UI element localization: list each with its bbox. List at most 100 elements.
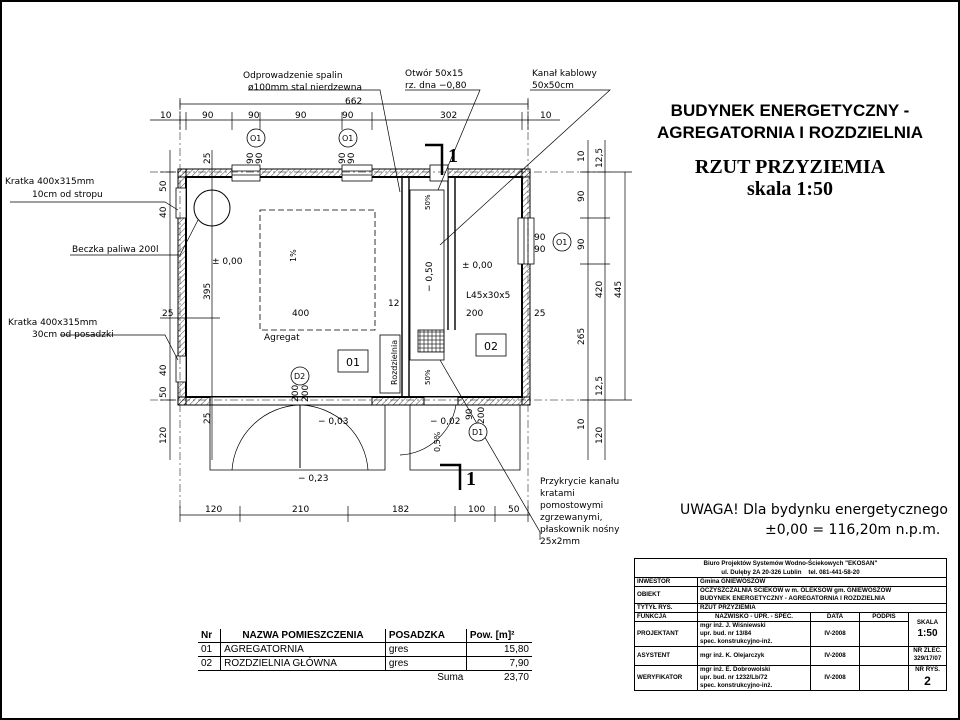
callout-vent-2a: Kratka 400x315mm	[8, 318, 97, 328]
elevation-note: UWAGA! Dla bydynku energetycznego ±0,00 …	[680, 500, 950, 540]
title-line-2: AGREGATORNIA I ROZDZIELNIA	[656, 123, 923, 142]
dim-right-4: 420	[595, 281, 605, 298]
right-dimension-lines	[580, 140, 632, 460]
room-02-label: 02	[484, 340, 498, 353]
dim-door-200-a: 200	[291, 385, 301, 402]
rooms-r1-name: ROZDZIELNIA GŁÓWNA	[220, 656, 386, 671]
tb-scale: 1:50	[917, 627, 938, 639]
room-02-box	[475, 333, 507, 357]
tb-office-2: ul. Dulęby 2A 20-326 Lublin	[721, 569, 802, 576]
callout-channel-2: 50x50cm	[532, 81, 574, 91]
slope-50a: 50%	[424, 194, 432, 210]
rotated-labels: Rozdzielnia 1% 50% 50% 0,5% − 0,50 25 50…	[159, 148, 624, 452]
generator-label: Agregat	[264, 333, 300, 343]
tb-object-1: OCZYSZCZALNIA ŚCIEKÓW w m. OLEKSÓW gm. G…	[700, 587, 892, 595]
switchboard	[379, 334, 401, 394]
dim-win-90-c: 90	[338, 152, 348, 164]
tb-drawing: RZUT PRZYZIEMIA	[697, 603, 947, 613]
dim-top-2: 90	[248, 111, 260, 121]
window-o1-b: O1	[342, 134, 353, 143]
level-000-a: ± 0,00	[212, 257, 243, 267]
level-050: − 0,50	[425, 261, 435, 292]
slope-1: 1%	[289, 249, 298, 262]
callout-cover-1: Przykrycie kanału	[540, 477, 619, 487]
dim-left-8: 120	[159, 427, 169, 444]
dim-win-90-a: 90	[246, 152, 256, 164]
dim-right-3: 90	[577, 238, 587, 250]
dim-90-a: 90	[534, 233, 546, 243]
dim-left-3: 395	[203, 283, 213, 300]
tb-designer-date: IV-2008	[810, 621, 860, 647]
dim-left-1: 50	[159, 180, 169, 192]
plan-labels: Odprowadzenie spalin ø100mm stal nierdze…	[5, 68, 620, 547]
rooms-hdr-name: NAZWA POMIESZCZENIA	[220, 629, 386, 643]
dim-win-90-b: 90	[255, 152, 265, 164]
tb-col-func: FUNKCJA	[634, 612, 698, 622]
rooms-r0-nr: 01	[198, 642, 222, 657]
room-01-box	[337, 349, 369, 373]
tb-drawing-label: TYTYŁ RYS.	[634, 603, 698, 613]
dim-top-4: 90	[342, 111, 354, 121]
tb-order-label: NR ZLEC.	[913, 647, 942, 655]
callout-cover-3: pomostowymi	[540, 501, 603, 511]
tb-designer-3: spec. konstrukcyjno-inż.	[700, 638, 773, 645]
tb-office-1: Biuro Projektów Systemów Wodno-Ściekowyc…	[703, 560, 878, 567]
callout-opening-2: rz. dna −0,80	[405, 81, 467, 91]
tb-assistant-sign	[859, 646, 909, 666]
dim-door-90: 90	[465, 408, 475, 420]
title-line-4: skala 1:50	[746, 178, 834, 200]
callout-opening-1: Otwór 50x15	[405, 68, 463, 79]
tb-assistant: mgr inż. K. Olejarczyk	[697, 646, 811, 666]
dim-bottom-4: 50	[508, 505, 520, 515]
rooms-hdr-floor: POSADZKA	[385, 629, 467, 643]
cable-channel	[409, 189, 445, 361]
dim-bottom-1: 210	[292, 505, 309, 515]
dim-90-b: 90	[534, 245, 546, 255]
callout-exhaust-1: Odprowadzenie spalin	[243, 71, 343, 81]
callout-vent-2b: 30cm od posadzki	[32, 330, 114, 340]
callout-vent-1b: 10cm od stropu	[32, 190, 103, 200]
top-dimension-lines	[150, 98, 560, 130]
dim-win-90-d: 90	[347, 152, 357, 164]
dim-left-6: 50	[159, 386, 169, 398]
rooms-sum-value: 23,70	[503, 672, 529, 683]
dim-top-6: 10	[540, 111, 552, 121]
dim-door-200-b: 200	[301, 385, 311, 402]
tb-verifier-1: mgr inż. E. Dobrowolski	[700, 666, 771, 674]
tb-order: 329/17/07	[913, 655, 942, 662]
slope-50b: 50%	[424, 369, 432, 385]
rooms-r1-area: 7,90	[466, 656, 532, 671]
rooms-sum-label: Suma	[437, 672, 464, 683]
tb-verifier-3: spec. konstrukcyjno-inż.	[700, 682, 773, 689]
tb-col-name: NAZWISKO - UPR. - SPEC.	[697, 612, 811, 622]
drawing-title: BUDYNEK ENERGETYCZNY - AGREGATORNIA I RO…	[640, 100, 940, 200]
switchboard-label: Rozdzielnia	[390, 340, 399, 385]
dim-bottom-0: 120	[205, 505, 222, 515]
rooms-r1-nr: 02	[198, 656, 222, 671]
dim-door-200-c: 200	[477, 407, 487, 424]
angle-profile: L45x30x5	[466, 291, 510, 301]
dim-right-9: 120	[595, 427, 605, 444]
callout-cover-6: 25x2mm	[540, 537, 580, 547]
dim-right-0: 10	[577, 150, 587, 162]
dim-right-6: 265	[577, 328, 587, 345]
rooms-r1-floor: gres	[385, 656, 467, 671]
section-marks	[425, 143, 462, 490]
dim-400: 400	[292, 309, 309, 319]
dim-12: 12	[388, 299, 399, 309]
leader-lines	[10, 89, 611, 540]
tb-assistant-label: ASYSTENT	[634, 646, 698, 666]
tb-designer-sign	[859, 621, 909, 647]
title-line-1: BUDYNEK ENERGETYCZNY -	[670, 101, 910, 120]
tb-verifier-label: WERYFIKATOR	[634, 665, 698, 691]
level-002: − 0,02	[430, 417, 460, 427]
rooms-r0-area: 15,80	[466, 642, 532, 657]
note-line-2: ±0,00 = 116,20m n.p.m.	[765, 522, 941, 538]
dim-top-3: 90	[295, 111, 307, 121]
windows	[175, 164, 535, 383]
dim-left-2: 40	[159, 206, 169, 218]
callout-cover-5: płaskownik nośny	[540, 524, 620, 535]
dim-right-5: 445	[614, 281, 624, 298]
